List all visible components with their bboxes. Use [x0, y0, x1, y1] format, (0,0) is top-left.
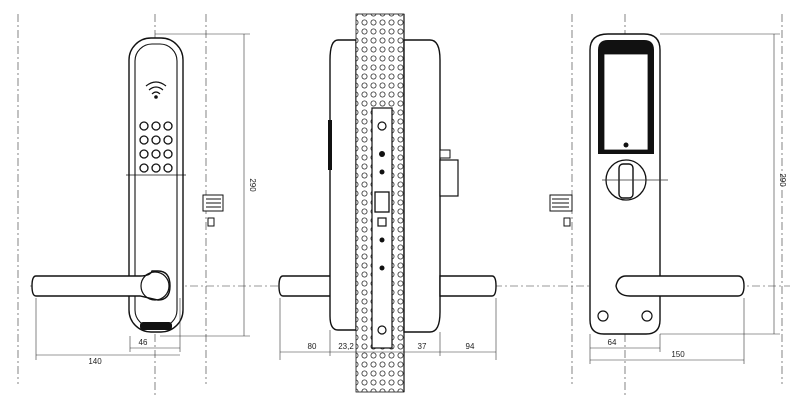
front-lever-handle: [31, 270, 171, 301]
side-front-handle: [278, 39, 357, 331]
rear-view: 290 64 150: [549, 14, 790, 395]
rear-height-label: 290: [778, 173, 787, 187]
rear-dim-height: 290: [660, 33, 787, 335]
thumb-turn-icon: [602, 159, 668, 201]
rear-lever-handle: [615, 275, 745, 297]
side-front-thickness-label: 23,2: [338, 342, 354, 351]
keypad-icon: [126, 121, 186, 176]
front-lever-label: 140: [88, 357, 102, 366]
front-dim-height: 290: [155, 33, 257, 337]
side-rear-projection-label: 94: [466, 342, 475, 351]
rear-dim-width: 64: [589, 334, 661, 352]
wifi-icon: [145, 81, 167, 99]
side-view: 80 23,2 37 94: [270, 13, 560, 393]
rear-latch-bolt: [549, 194, 573, 227]
side-dimensions: 80 23,2 37 94: [279, 298, 497, 360]
front-width-label: 46: [139, 338, 148, 347]
front-dim-lever: 140: [35, 298, 180, 366]
rear-width-label: 64: [608, 338, 617, 347]
rear-dim-lever: 150: [589, 298, 745, 364]
front-lock-body: [128, 37, 184, 333]
rear-lever-label: 150: [671, 350, 685, 359]
side-handle-projection-label: 80: [308, 342, 317, 351]
side-rear-thickness-label: 37: [418, 342, 427, 351]
front-latch-bolt: [202, 194, 224, 227]
front-dim-width: 46: [129, 298, 181, 352]
forend-plate: [371, 107, 393, 349]
side-rear-housing: [403, 39, 497, 333]
front-view: 290 140 46: [17, 14, 270, 395]
front-height-label: 290: [248, 178, 257, 192]
